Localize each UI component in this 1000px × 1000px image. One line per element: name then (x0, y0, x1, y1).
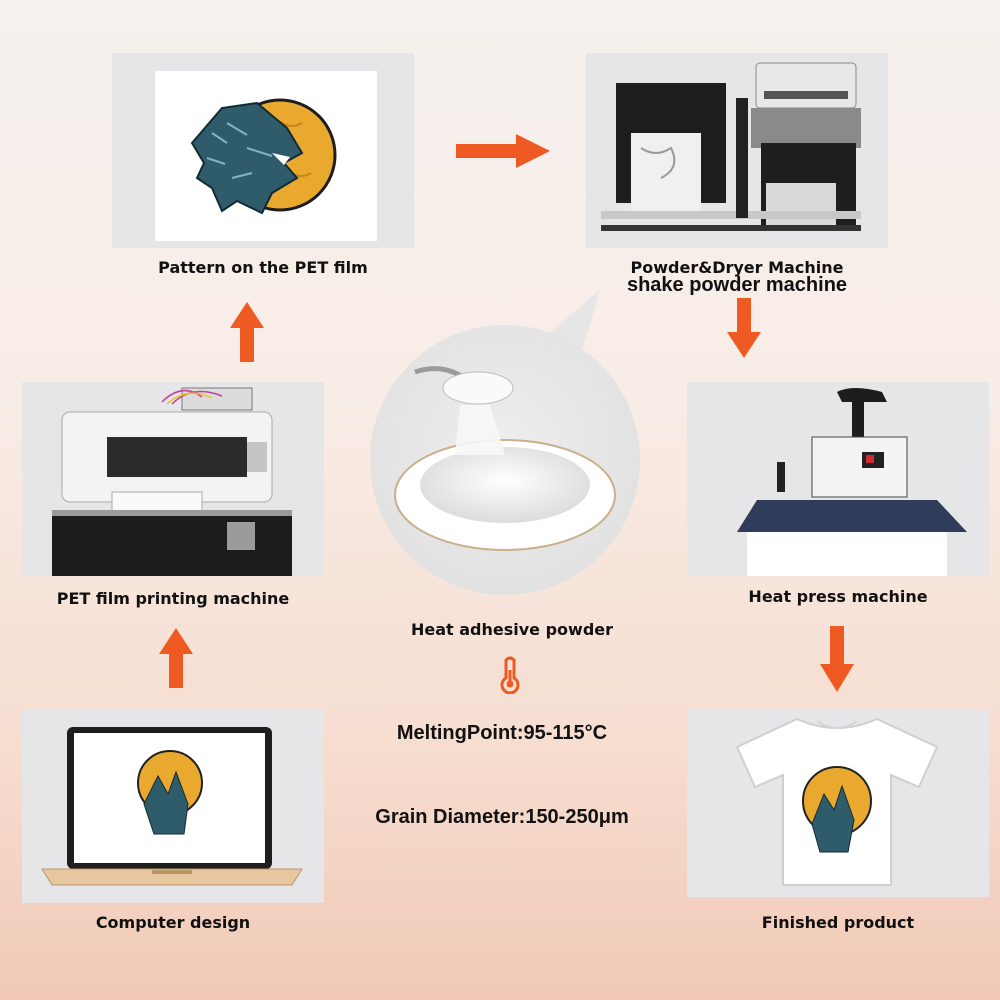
arrow-right-icon (456, 134, 550, 168)
arrow-up-icon (159, 628, 193, 688)
powder-label: Heat adhesive powder (410, 620, 614, 639)
powder-bubble-image (370, 290, 640, 595)
melting-point-text: MeltingPoint:95-115°C (396, 722, 608, 744)
heat-press-machine-image (737, 388, 967, 576)
computer-label: Computer design (95, 913, 251, 932)
printer-panel (22, 382, 324, 576)
pattern-panel (112, 53, 414, 248)
heat-press-panel (687, 382, 989, 576)
laptop-design-image (41, 727, 303, 886)
printer-label: PET film printing machine (56, 589, 290, 608)
arrow-down-icon (820, 626, 854, 692)
powder-dryer-label: Powder&Dryer Machine (630, 258, 844, 277)
arrow-up-icon (230, 302, 264, 362)
pattern-on-film-image (155, 71, 377, 241)
grain-diameter-text: Grain Diameter:150-250μm (375, 806, 629, 828)
powder-dryer-machine-image (601, 62, 861, 231)
arrow-down-icon (727, 298, 761, 358)
thermometer-icon (500, 656, 520, 694)
powder-dryer-panel (586, 53, 888, 248)
finished-label: Finished product (761, 913, 915, 932)
heat-press-label: Heat press machine (748, 587, 928, 606)
finished-tshirt-image (735, 717, 939, 886)
pattern-label: Pattern on the PET film (158, 258, 368, 277)
pet-film-printer-image (52, 387, 292, 576)
powder-dryer-sublabel: shake powder machine (626, 274, 848, 296)
finished-panel (687, 709, 989, 897)
computer-panel (22, 709, 324, 903)
